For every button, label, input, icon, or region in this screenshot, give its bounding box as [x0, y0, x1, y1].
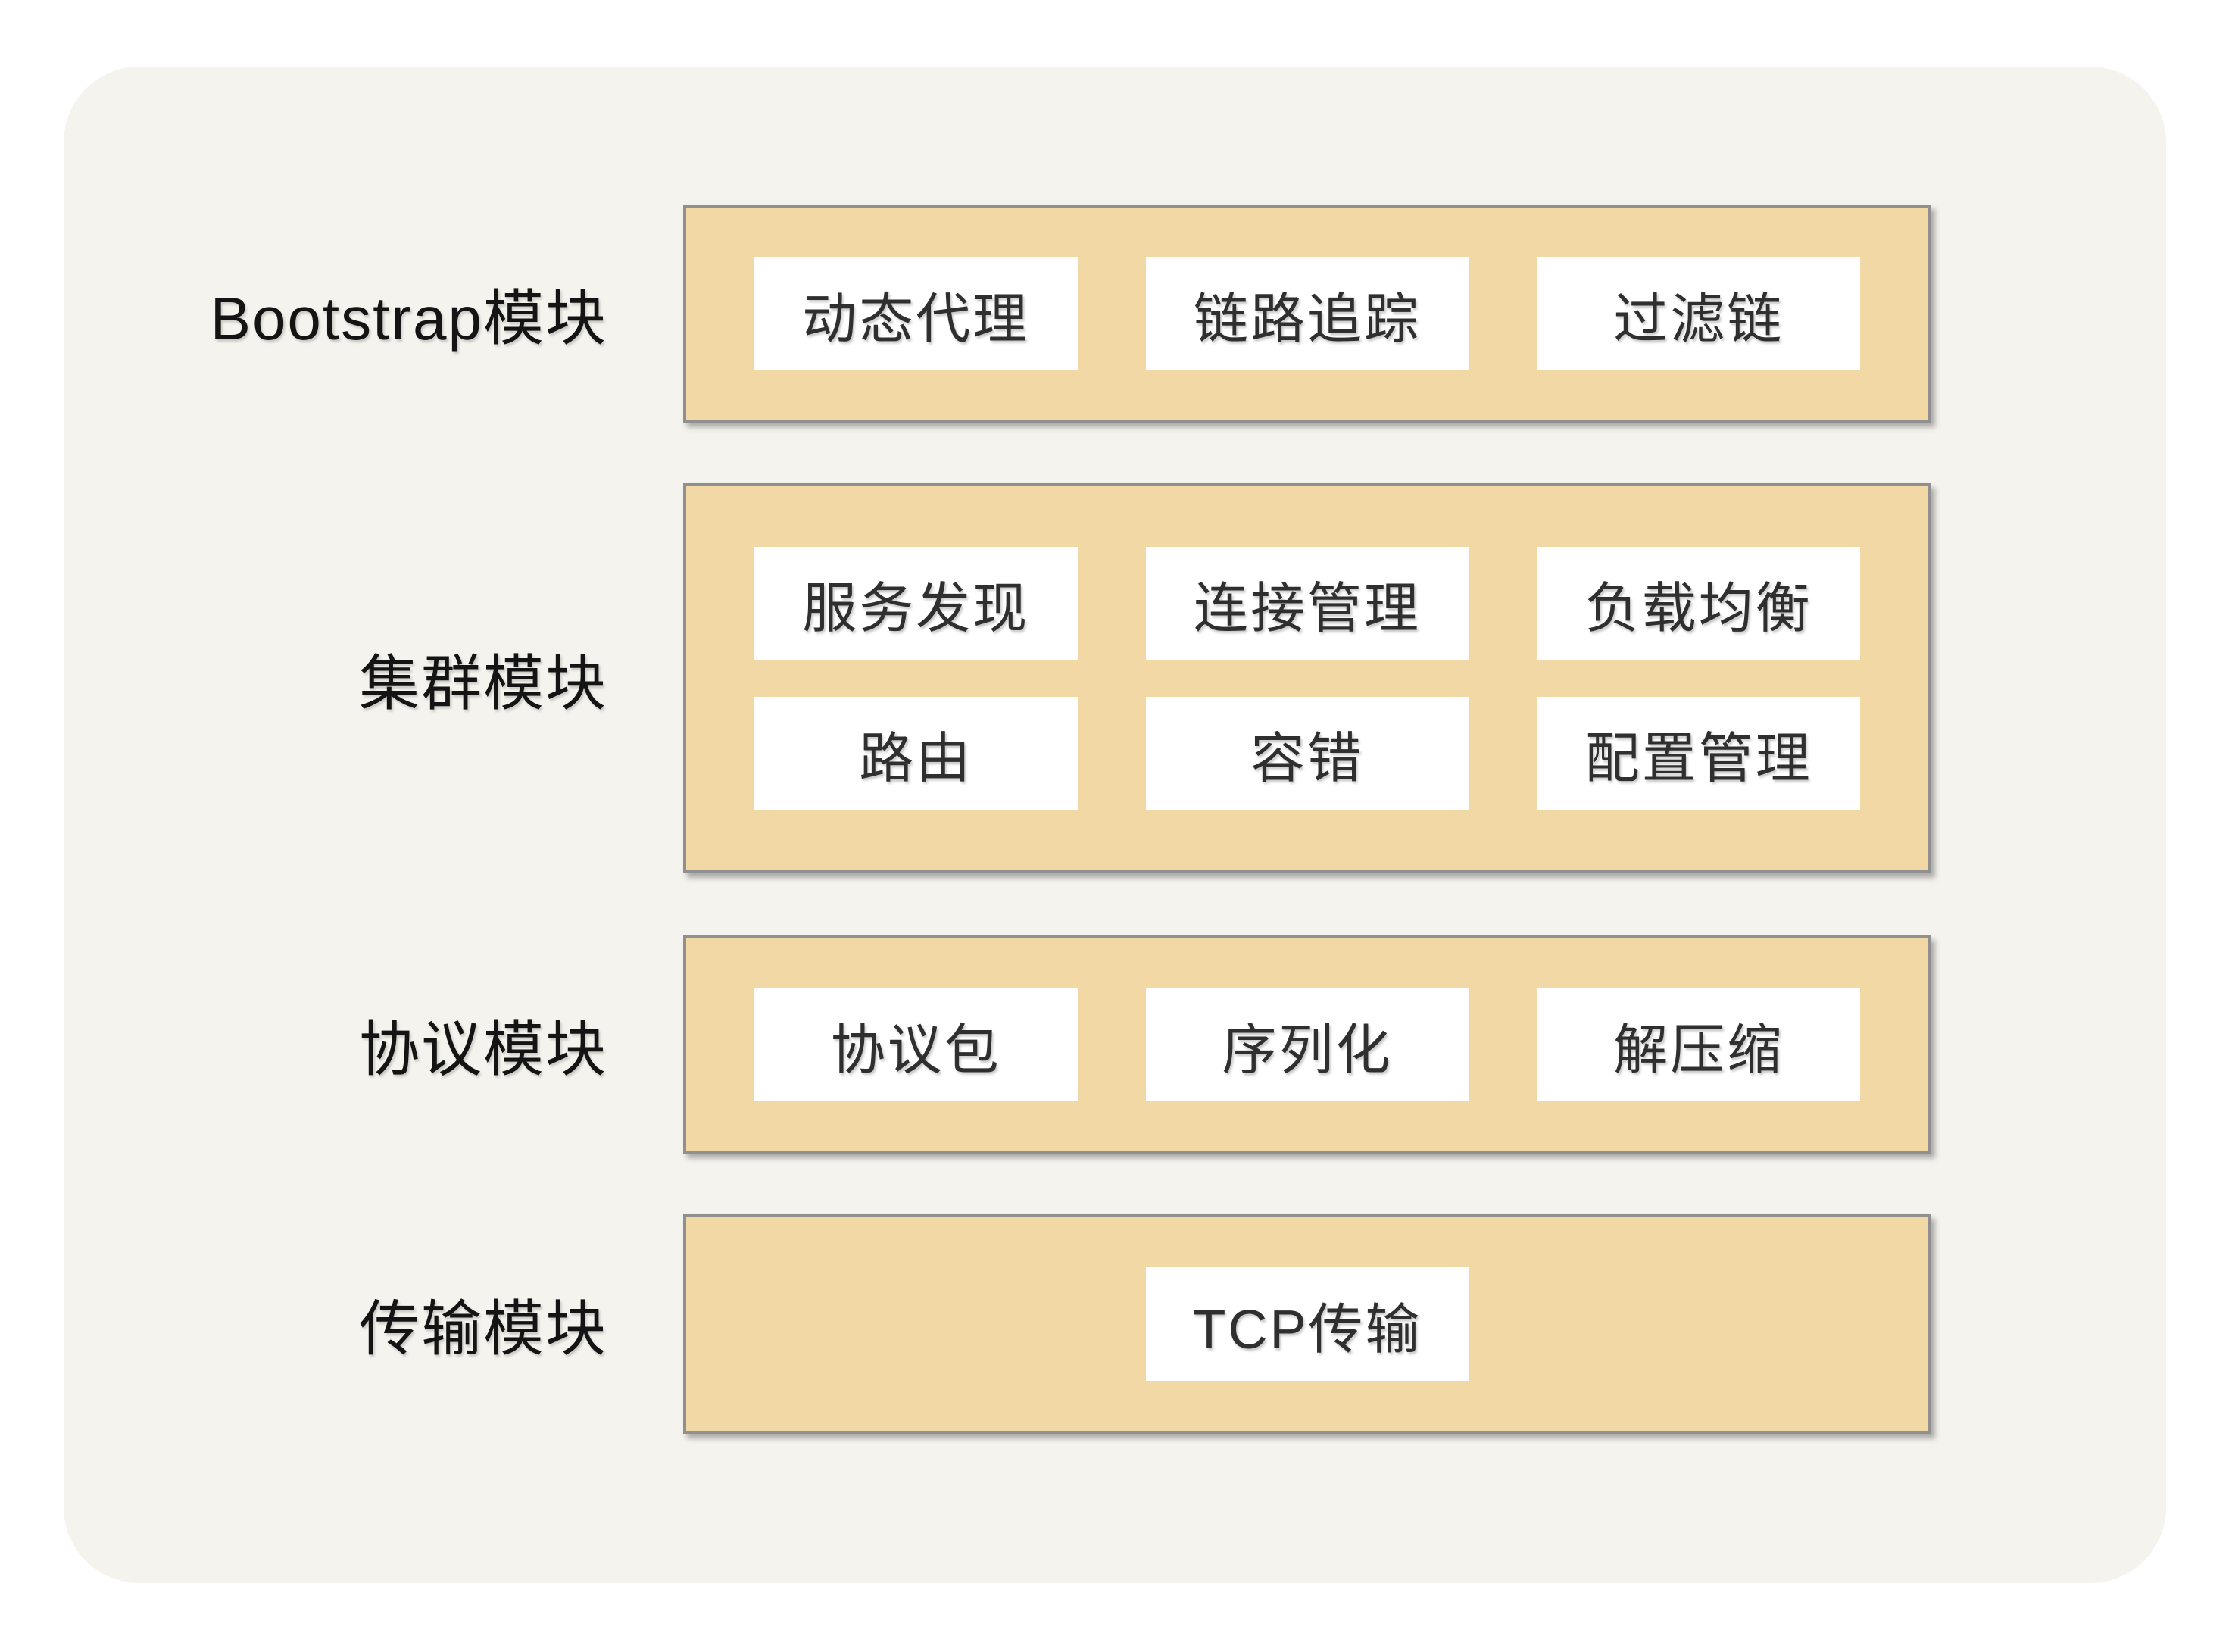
module-cell: 负载均衡 — [1537, 546, 1861, 660]
module-container: 服务发现连接管理负载均衡路由容错配置管理 — [683, 483, 1931, 873]
module-cell: 动态代理 — [754, 257, 1078, 370]
module-cell: 链路追踪 — [1145, 257, 1469, 370]
diagram-panel: Bootstrap模块动态代理链路追踪过滤链集群模块服务发现连接管理负载均衡路由… — [64, 67, 2166, 1583]
module-cell: 配置管理 — [1537, 696, 1861, 810]
module-label-cell: Bootstrap模块 — [64, 270, 683, 358]
module-row-bootstrap模块: Bootstrap模块 动态代理链路追踪过滤链 — [64, 205, 2166, 423]
module-container: 动态代理链路追踪过滤链 — [683, 205, 1931, 423]
module-cell: 服务发现 — [754, 546, 1078, 660]
module-cell-row: 服务发现连接管理负载均衡 — [686, 546, 1928, 660]
module-row-集群模块: 集群模块服务发现连接管理负载均衡路由容错配置管理 — [64, 483, 2166, 873]
module-container: TCP传输 — [683, 1214, 1931, 1434]
module-cell-row: 路由容错配置管理 — [686, 696, 1928, 810]
module-cell: 序列化 — [1145, 988, 1469, 1101]
module-cell: 连接管理 — [1145, 546, 1469, 660]
module-label: 集群模块 — [359, 649, 607, 717]
module-label-cell: 协议模块 — [64, 1001, 683, 1088]
module-cell: 路由 — [754, 696, 1078, 810]
module-container: 协议包序列化解压缩 — [683, 935, 1931, 1154]
module-cell: 过滤链 — [1537, 257, 1861, 370]
module-label: 协议模块 — [359, 1016, 607, 1083]
module-row-传输模块: 传输模块 TCP传输 — [64, 1214, 2166, 1434]
module-cell: TCP传输 — [1145, 1267, 1469, 1381]
module-label-cell: 传输模块 — [64, 1280, 683, 1368]
module-label: Bootstrap模块 — [210, 285, 607, 352]
module-label-cell: 集群模块 — [64, 635, 683, 723]
module-cell: 协议包 — [754, 988, 1078, 1101]
module-row-协议模块: 协议模块 协议包序列化解压缩 — [64, 935, 2166, 1154]
module-label: 传输模块 — [359, 1295, 607, 1363]
module-cell-row: TCP传输 — [686, 1267, 1928, 1381]
module-cell: 解压缩 — [1537, 988, 1861, 1101]
module-cell-row: 协议包序列化解压缩 — [686, 988, 1928, 1101]
module-cell: 容错 — [1145, 696, 1469, 810]
module-rows-container: Bootstrap模块动态代理链路追踪过滤链集群模块服务发现连接管理负载均衡路由… — [64, 205, 2166, 1434]
module-cell-row: 动态代理链路追踪过滤链 — [686, 257, 1928, 370]
